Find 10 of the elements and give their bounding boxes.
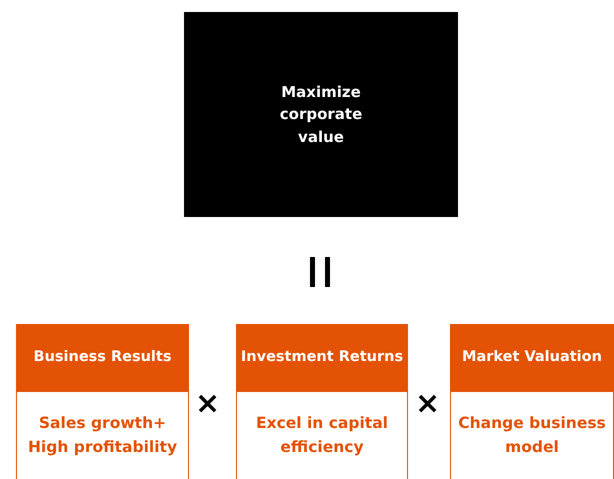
header-text: Market Valuation [462,348,602,368]
multiply-sign: × [195,389,220,419]
header-text: Business Results [34,348,172,368]
header-text: Investment Returns [240,348,404,368]
multiply-sign: × [415,389,440,419]
body-text: Excel in capital efficiency [255,413,389,458]
goal-box [184,12,458,217]
body-text: Sales growth+ High profitability [26,413,178,458]
goal-text: Maximize corporate value [278,82,364,148]
body-text: Change business model [457,413,607,458]
